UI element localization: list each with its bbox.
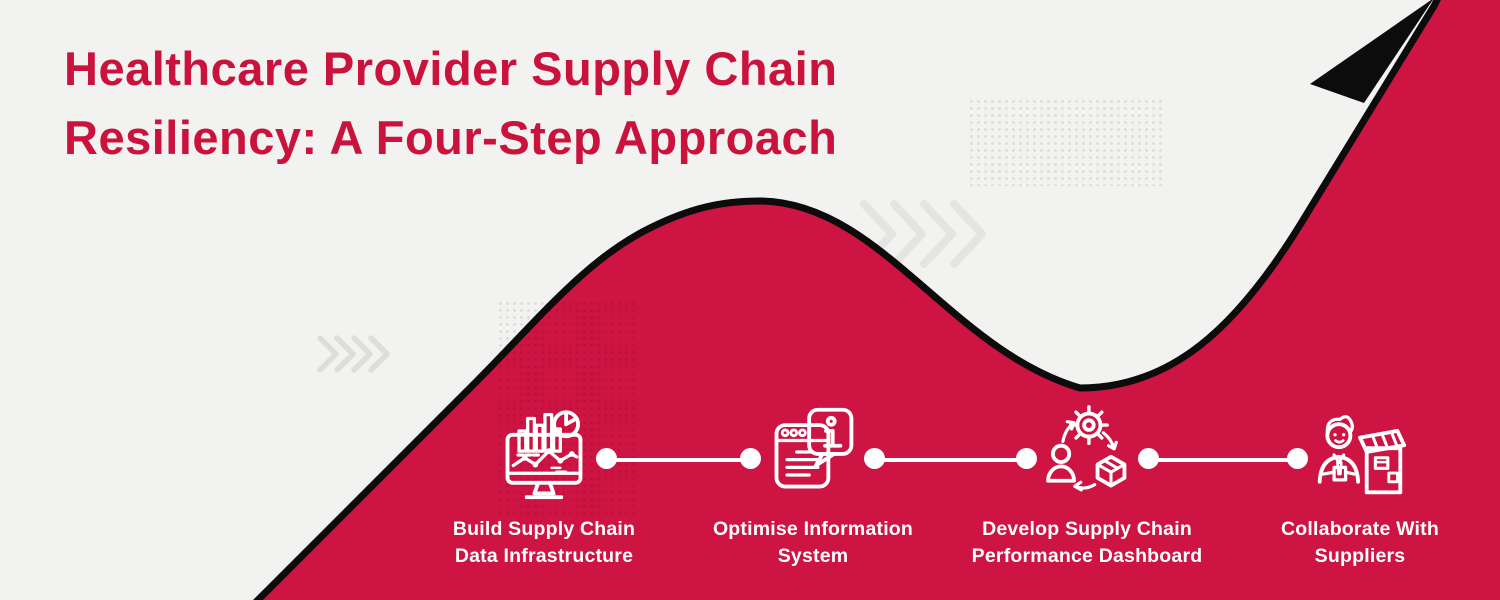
chevron-right-decoration	[860, 200, 986, 268]
chevron-right-decoration	[317, 335, 390, 373]
connector-dot	[864, 448, 885, 469]
arrowhead-icon	[1310, 0, 1433, 103]
information-system-icon	[774, 407, 854, 489]
connector-dot	[596, 448, 617, 469]
connector-line	[875, 458, 1026, 462]
step-label-develop-dashboard: Develop Supply Chain Performance Dashboa…	[971, 518, 1203, 567]
connector-line	[1149, 458, 1297, 462]
connector-line	[607, 458, 750, 462]
page-title: Healthcare Provider Supply Chain Resilie…	[64, 34, 837, 172]
connector-dot	[1287, 448, 1308, 469]
title-line-1: Healthcare Provider Supply Chain	[64, 42, 838, 95]
connector-dot	[1016, 448, 1037, 469]
step-label-optimise-information: Optimise Information System	[712, 518, 914, 567]
dot-grid-decoration	[968, 98, 1166, 186]
analytics-monitor-icon	[505, 410, 583, 500]
connector-dot	[1138, 448, 1159, 469]
supplier-store-icon	[1317, 415, 1407, 495]
step-label-build-supply-chain: Build Supply Chain Data Infrastructure	[452, 518, 636, 567]
connector-dot	[740, 448, 761, 469]
process-cycle-icon	[1046, 405, 1127, 492]
title-line-2: Resiliency: A Four-Step Approach	[64, 111, 838, 164]
step-label-collaborate-suppliers: Collaborate With Suppliers	[1281, 518, 1439, 567]
wave-shape	[253, 0, 1500, 600]
